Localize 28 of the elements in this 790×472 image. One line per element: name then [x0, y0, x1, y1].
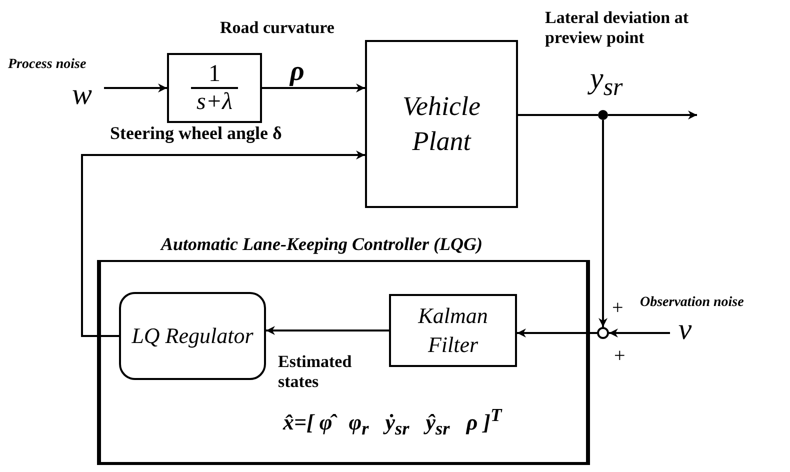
- noise-symbol: w: [62, 80, 102, 110]
- signal-symbol: y$_{sr}$: [590, 62, 623, 103]
- arrow: [104, 84, 167, 92]
- noise-symbol: v: [672, 315, 698, 345]
- filter-box: Kalman Filter: [389, 294, 517, 367]
- arrow: [598, 120, 608, 327]
- junction-dot: [598, 110, 608, 120]
- numerator: 1: [208, 60, 222, 87]
- caption: Road curvature: [220, 18, 334, 38]
- sign-symbol: +: [614, 345, 626, 368]
- state-vector-equation: x̂=[ φ̂ φ$_{r}$ ẏ$_{sr}$ ŷ$_{sr}$ ρ ]$^{T}$: [283, 405, 502, 440]
- noise-label: Process noise: [8, 57, 86, 73]
- arrow: [517, 328, 597, 338]
- arrow: [81, 150, 365, 337]
- plant-box: Vehicle Plant: [365, 40, 518, 208]
- arrow: [608, 110, 697, 120]
- summing-junction: [597, 327, 609, 339]
- arrow: [609, 328, 670, 338]
- edge-label: Steering wheel angle δ: [110, 124, 282, 142]
- controller-title: Automatic Lane-Keeping Controller (LQG): [161, 234, 482, 255]
- caption: Estimated states: [278, 352, 353, 392]
- denominator: s+λ: [190, 87, 238, 116]
- caption: Lateral deviation at preview point: [545, 8, 690, 48]
- sign-symbol: +: [612, 297, 624, 320]
- regulator-box: LQ Regulator: [119, 292, 266, 380]
- noise-label: Observation noise: [640, 295, 744, 311]
- arrow: [266, 326, 389, 335]
- arrow: [262, 84, 365, 92]
